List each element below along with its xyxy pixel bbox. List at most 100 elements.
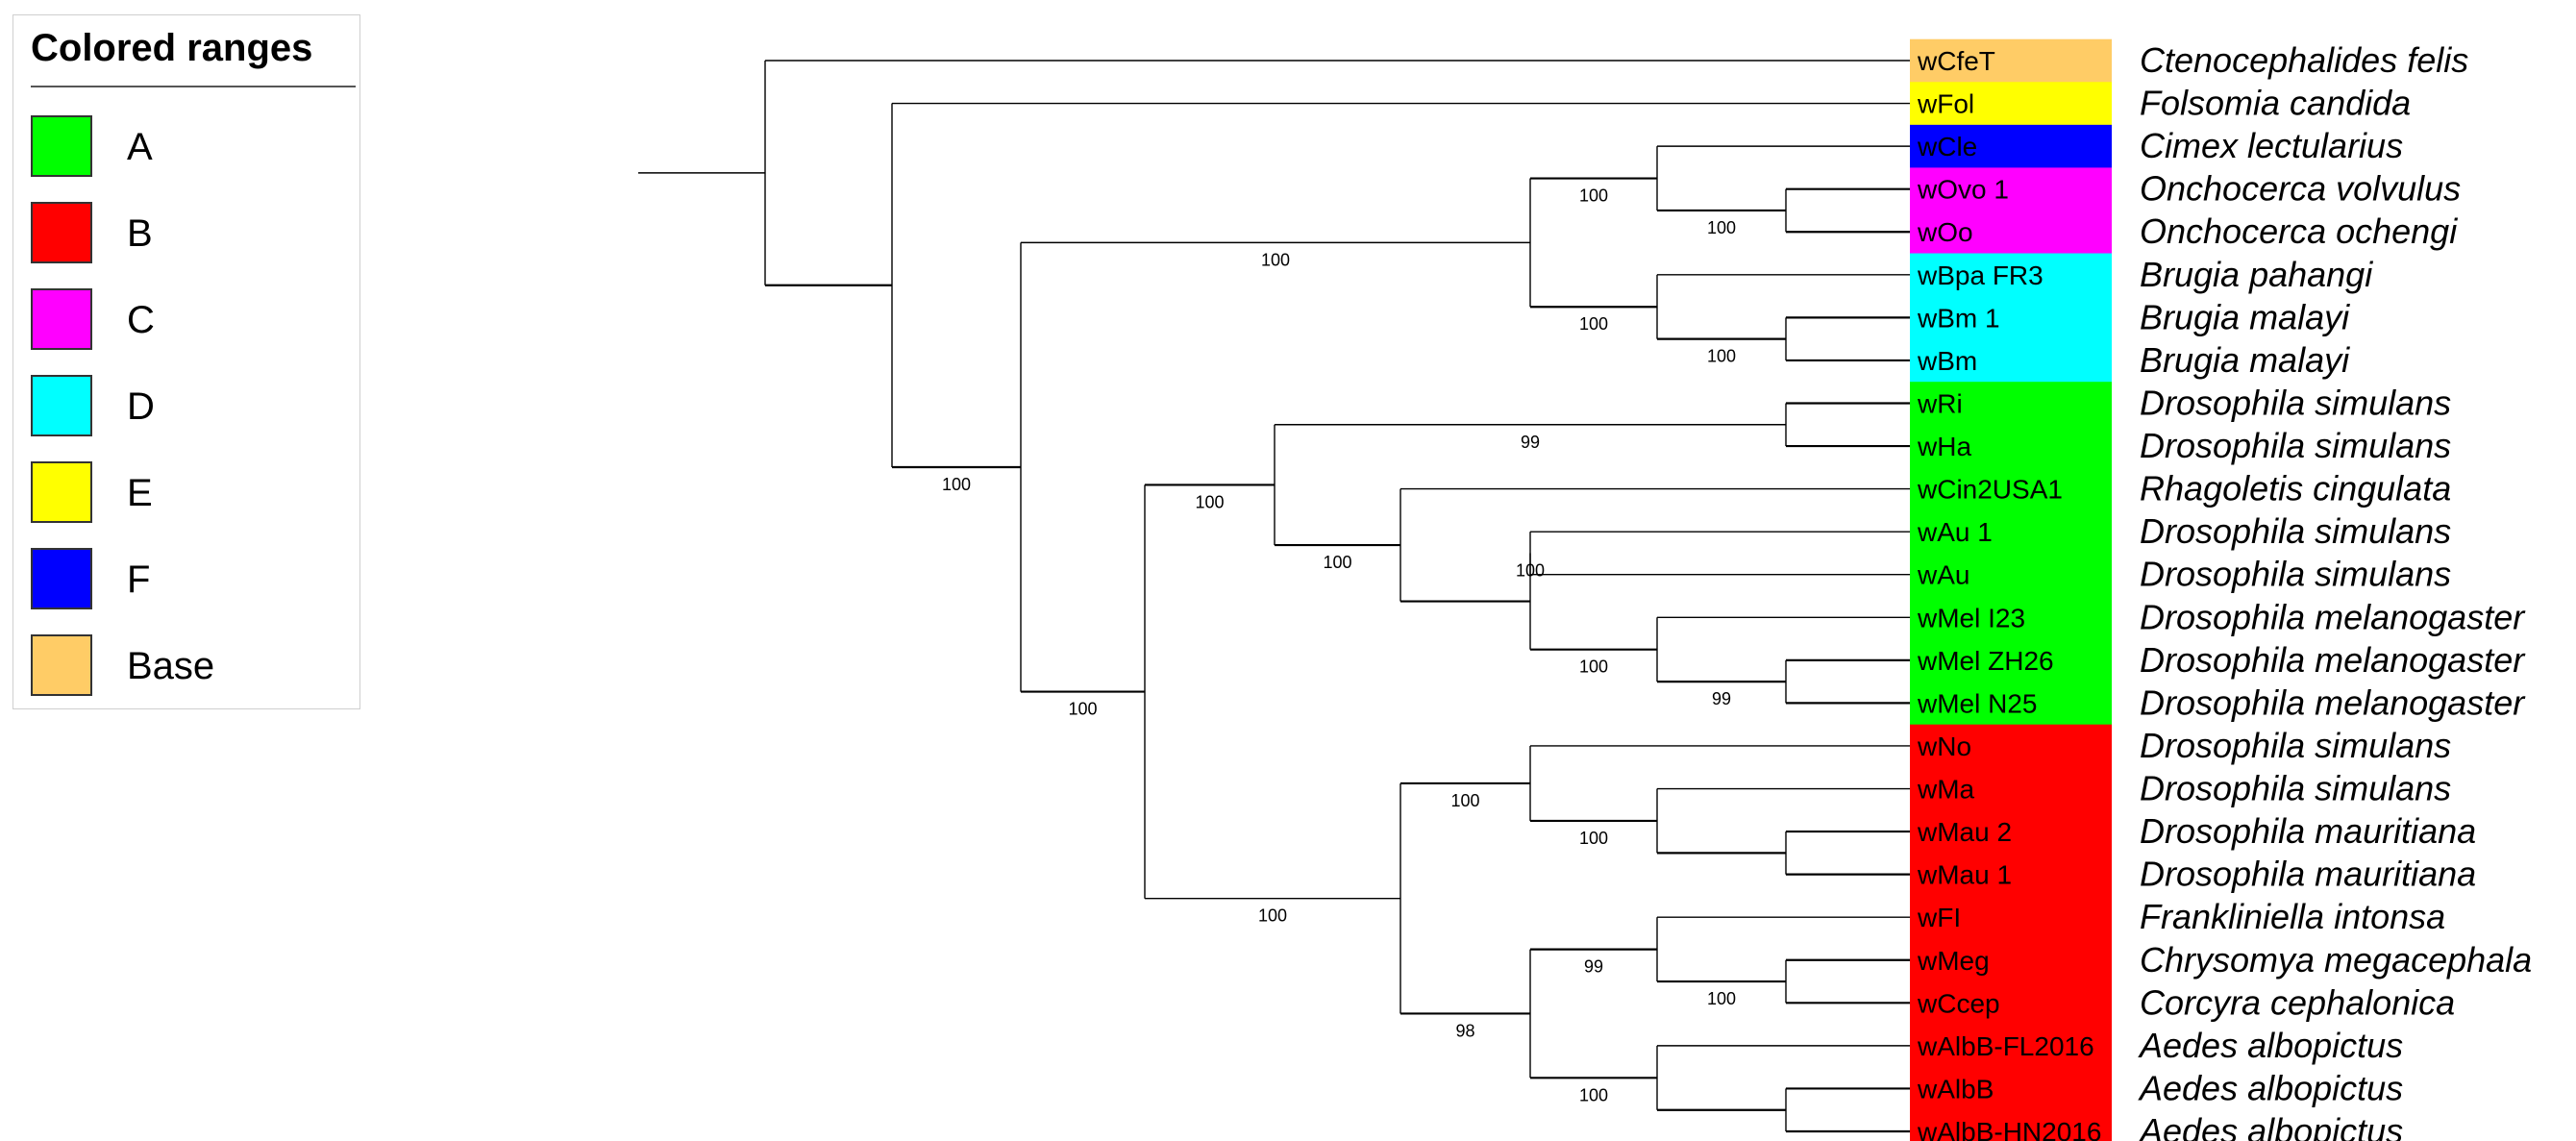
species-label: Ctenocephalides felis bbox=[2140, 40, 2468, 80]
legend-item: E bbox=[31, 461, 348, 525]
tip-label: wRi bbox=[1917, 388, 1963, 418]
legend-swatch bbox=[31, 634, 92, 696]
support-value: 100 bbox=[1261, 250, 1290, 269]
species-label: Aedes albopictus bbox=[2138, 1026, 2403, 1065]
tip-label: wAu bbox=[1917, 560, 1969, 590]
support-value: 100 bbox=[1068, 700, 1097, 719]
tip-label: wFI bbox=[1917, 903, 1961, 932]
legend-item: Base bbox=[31, 634, 348, 698]
range-band bbox=[1910, 338, 2112, 383]
tip-label: wMel N25 bbox=[1917, 688, 2037, 718]
species-label: Brugia malayi bbox=[2140, 340, 2350, 380]
range-band bbox=[1910, 596, 2112, 640]
species-label: Drosophila melanogaster bbox=[2140, 597, 2526, 636]
species-label: Drosophila simulans bbox=[2140, 511, 2451, 551]
legend-label: B bbox=[127, 212, 153, 255]
range-band bbox=[1910, 467, 2112, 511]
range-band bbox=[1910, 253, 2112, 297]
range-band bbox=[1910, 38, 2112, 83]
legend-item: C bbox=[31, 288, 348, 352]
range-band bbox=[1910, 82, 2112, 126]
species-label: Folsomia candida bbox=[2140, 84, 2411, 123]
support-value: 100 bbox=[1707, 218, 1736, 237]
legend-swatch bbox=[31, 115, 92, 177]
tip-label: wAlbB bbox=[1917, 1074, 1994, 1104]
tip-label: wMa bbox=[1917, 775, 1975, 805]
legend-divider bbox=[31, 86, 356, 87]
species-label: Corcyra cephalonica bbox=[2140, 982, 2455, 1022]
species-label: Cimex lectularius bbox=[2140, 126, 2403, 165]
legend-item: D bbox=[31, 375, 348, 438]
legend-swatch bbox=[31, 202, 92, 263]
legend-label: Base bbox=[127, 645, 215, 687]
range-band bbox=[1910, 509, 2112, 555]
tip-label: wAu 1 bbox=[1917, 517, 1993, 547]
species-label: Drosophila mauritiana bbox=[2140, 855, 2476, 894]
range-band bbox=[1910, 424, 2112, 468]
range-band bbox=[1910, 1067, 2112, 1111]
legend-label: E bbox=[127, 472, 153, 514]
range-band bbox=[1910, 682, 2112, 726]
support-value: 100 bbox=[1258, 906, 1287, 926]
species-label: Brugia pahangi bbox=[2140, 255, 2373, 294]
tip-label: wMel I23 bbox=[1917, 603, 2025, 633]
legend-swatch bbox=[31, 548, 92, 609]
range-band bbox=[1910, 1024, 2112, 1068]
support-value: 99 bbox=[1521, 433, 1540, 452]
species-label: Brugia malayi bbox=[2140, 297, 2350, 336]
tip-label: wFol bbox=[1917, 89, 1974, 119]
support-value: 100 bbox=[1579, 314, 1608, 334]
legend-swatch bbox=[31, 288, 92, 350]
range-band bbox=[1910, 809, 2112, 854]
range-band bbox=[1910, 1109, 2112, 1141]
range-band bbox=[1910, 553, 2112, 597]
support-value: 100 bbox=[1579, 186, 1608, 206]
species-label: Drosophila simulans bbox=[2140, 769, 2451, 808]
support-value: 100 bbox=[1516, 560, 1545, 580]
tip-label: wOvo 1 bbox=[1917, 175, 2009, 205]
tip-label: wBpa FR3 bbox=[1917, 260, 2043, 290]
range-band bbox=[1910, 981, 2112, 1026]
legend-item: B bbox=[31, 202, 348, 265]
species-label: Onchocerca ochengi bbox=[2140, 211, 2458, 251]
tip-label: wCin2USA1 bbox=[1917, 475, 2063, 505]
species-label: Drosophila melanogaster bbox=[2140, 682, 2526, 722]
tip-label: wBm 1 bbox=[1917, 303, 2000, 333]
tip-label: wAlbB-HN2016 bbox=[1917, 1117, 2101, 1141]
species-label: Chrysomya megacephala bbox=[2140, 940, 2532, 980]
tip-label: wMel ZH26 bbox=[1917, 646, 2054, 676]
tip-label: wCfeT bbox=[1917, 46, 1995, 76]
species-label: Drosophila simulans bbox=[2140, 426, 2451, 465]
species-label: Rhagoletis cingulata bbox=[2140, 469, 2451, 508]
tip-label: wOo bbox=[1917, 217, 1973, 247]
support-value: 99 bbox=[1584, 957, 1603, 977]
species-label: Frankliniella intonsa bbox=[2140, 897, 2445, 936]
support-value: 100 bbox=[942, 475, 971, 494]
support-value: 100 bbox=[1579, 829, 1608, 848]
range-band bbox=[1910, 895, 2112, 940]
support-value: 100 bbox=[1707, 347, 1736, 366]
legend-swatch bbox=[31, 461, 92, 523]
legend-item: A bbox=[31, 115, 348, 179]
tip-label: wMau 2 bbox=[1917, 817, 2012, 847]
legend-item: F bbox=[31, 548, 348, 611]
range-band bbox=[1910, 167, 2112, 211]
range-band bbox=[1910, 124, 2112, 168]
species-label: Aedes albopictus bbox=[2138, 1068, 2403, 1107]
support-value: 99 bbox=[1712, 689, 1731, 708]
tip-label: wMeg bbox=[1917, 946, 1990, 976]
range-band bbox=[1910, 853, 2112, 897]
tip-label: wBm bbox=[1917, 346, 1977, 376]
range-band bbox=[1910, 938, 2112, 982]
legend-label: F bbox=[127, 558, 151, 601]
range-band bbox=[1910, 724, 2112, 768]
support-value: 100 bbox=[1323, 553, 1351, 572]
range-band bbox=[1910, 382, 2112, 426]
support-value: 100 bbox=[1450, 791, 1479, 810]
legend-swatch bbox=[31, 375, 92, 436]
legend-title: Colored ranges bbox=[31, 27, 313, 69]
legend-label: D bbox=[127, 385, 155, 428]
support-value: 100 bbox=[1579, 657, 1608, 677]
